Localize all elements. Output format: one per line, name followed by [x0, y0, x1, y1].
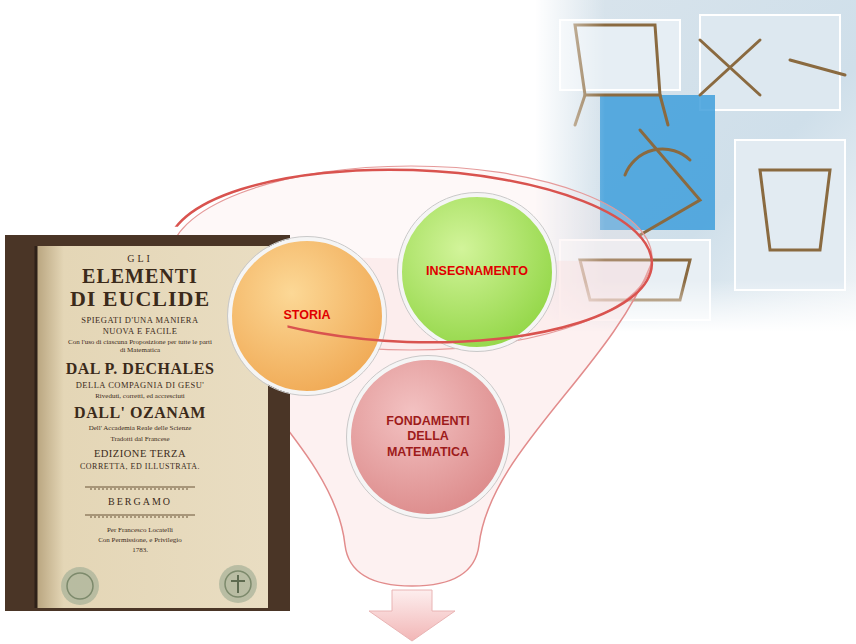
circle-rim: [228, 237, 387, 396]
photo-panel: [735, 140, 845, 290]
book-spine: [35, 246, 38, 608]
book-title-text: ELEMENTI: [50, 265, 230, 287]
circle-rim: [398, 193, 557, 352]
book-title-text: EDIZIONE TERZA: [50, 448, 230, 460]
topic-circle: STORIA: [227, 236, 387, 396]
book-title-text: 1783.: [50, 547, 230, 555]
circle-rim: [347, 356, 510, 519]
topic-label: STORIA: [284, 308, 331, 324]
book-title-text: NUOVA E FACILE: [50, 327, 230, 336]
circle-disc: [230, 239, 384, 393]
book-title-text: SPIEGATI D'UNA MANIERA: [50, 316, 230, 325]
book-title-text: BERGAMO: [50, 496, 230, 507]
circle-disc: [400, 195, 554, 349]
topic-circle: INSEGNAMENTO: [397, 192, 557, 352]
book-title-text: CORRETTA, ED ILLUSTRATA.: [50, 463, 230, 472]
library-stamp: [61, 567, 99, 605]
book-title-text: Riveduti, corretti, ed accresciuti: [50, 393, 230, 401]
book-title-text: DELLA COMPAGNIA DI GESU': [50, 381, 230, 390]
circle-disc: [349, 358, 507, 516]
topic-circle: FONDAMENTI DELLA MATEMATICA: [346, 355, 510, 519]
book-title-text: DALL' OZANAM: [50, 404, 230, 422]
book-title-text: Tradotti dal Francese: [50, 436, 230, 444]
book-title-text: DI EUCLIDE: [50, 287, 230, 311]
book-title-text: GLI: [50, 253, 230, 264]
book-title-text: Con Permissione, e Privilegio: [50, 537, 230, 545]
book-title-text: DAL P. DECHALES: [50, 360, 230, 378]
library-stamp: [219, 565, 257, 603]
book-title-text: Con l'uso di ciascuna Proposizione per t…: [65, 339, 215, 354]
topic-label: FONDAMENTI DELLA MATEMATICA: [369, 414, 488, 461]
topic-label: INSEGNAMENTO: [426, 264, 528, 280]
highlight-ellipse: [165, 162, 655, 351]
book-title-text: Dell' Accademia Reale delle Scienze: [50, 425, 230, 433]
book-title-text: Per Francesco Locatelli: [50, 527, 230, 535]
down-arrow: [369, 590, 455, 641]
photo-panel: [700, 15, 840, 110]
